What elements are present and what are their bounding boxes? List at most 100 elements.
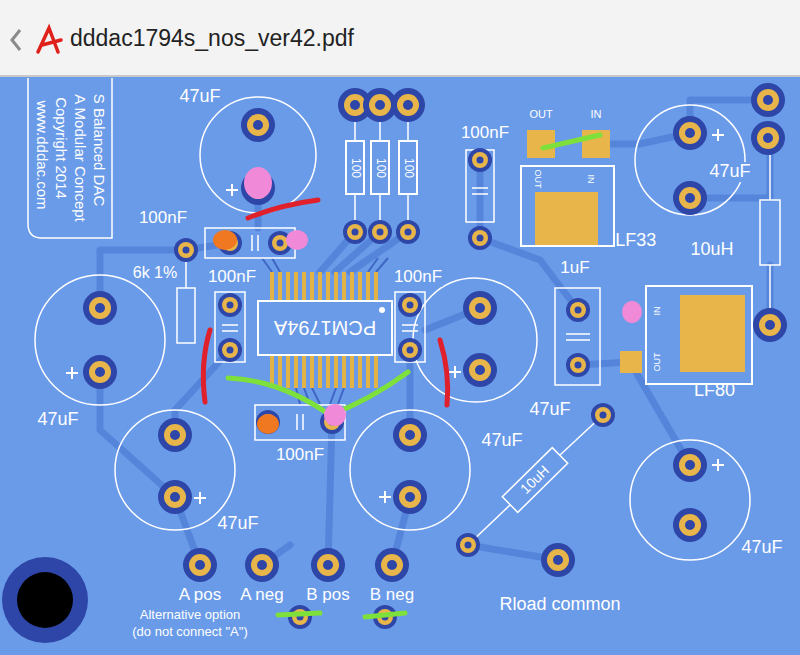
regulator-tab [620,351,642,373]
silkscreen-outline [468,415,603,545]
silkscreen-label: 47uF [480,431,523,451]
viewer-toolbar [38,28,61,52]
pad [673,508,707,542]
pad [591,403,615,427]
silkscreen-label: 47uF [178,87,221,107]
polarity-mark [712,129,724,141]
pad [398,293,422,317]
pad [468,226,492,250]
silkscreen-outline [502,448,567,513]
hand-drawn-marker [365,613,405,617]
silkscreen-outline [395,292,425,362]
silkscreen-label: www.dddac.com [34,99,51,210]
pad [673,181,707,215]
component-label: 100 [401,157,414,177]
ic-chip: PCM1794A [257,300,393,356]
silkscreen-label: A Modular Concept [72,93,89,223]
regulator-outline: OUTINLF33 [520,165,615,247]
resistor-outline: 100 [345,140,365,195]
pad [566,353,590,377]
hand-drawn-marker [228,372,408,415]
component-label: 100 [373,157,386,177]
silkscreen-label: 1uF [559,259,590,278]
silkscreen-outline [205,228,295,258]
silkscreen-label: 47uF [216,514,259,534]
pad [393,418,427,452]
silkscreen-outline [115,410,235,530]
copper-trace [100,100,770,565]
silkscreen-outline [630,440,750,560]
component-label: IN [653,307,663,316]
pad [673,448,707,482]
silkscreen-label: (do not connect "A") [131,625,248,639]
silkscreen-outline [413,278,537,402]
resistor-outline: 100 [370,140,390,195]
silkscreen-label: A pos [178,586,223,605]
hand-drawn-marker [622,301,642,323]
pad [673,116,707,150]
silkscreen-outline [297,414,303,430]
component-label: PCM1794A [274,317,376,339]
chip-pins [272,272,376,300]
pad [174,238,198,262]
pad [83,83,787,629]
pad [288,605,312,629]
pad [751,83,785,117]
silkscreen-outline [200,97,316,213]
component-label: 100 [348,157,361,177]
silkscreen-outline [402,325,418,331]
copper-trace [578,362,690,465]
component-label: OUT [533,169,543,188]
polarity-mark [379,491,391,503]
hand-drawn-marker [286,230,308,250]
polarity-mark [226,184,238,196]
pad [83,355,117,389]
component-label: IN [585,174,595,183]
silkscreen-label: 100nF [275,446,325,465]
silkscreen-outline [555,288,600,385]
silkscreen-outline [350,410,470,530]
board-ground [0,77,800,655]
silkscreen-outline [566,334,590,340]
pad [751,121,785,155]
chip-pins [272,356,376,388]
pad [218,338,242,362]
silkscreen-label: Copyright 2014 [53,96,70,200]
hand-drawn-marker [203,135,642,617]
pad [753,308,787,342]
pad [158,418,192,452]
pad [83,291,117,325]
pad [311,548,345,582]
silkscreen-label: 100nF [138,209,188,228]
silkscreen-outline [255,405,345,440]
silkscreen-outline [28,78,112,238]
silkscreen-label: Rload common [498,595,621,615]
silkscreen-label: 47uF [708,162,751,182]
chip-fanout-trace [262,258,388,404]
hand-drawn-marker [440,340,448,405]
silkscreen-outline [252,235,258,251]
pad [343,220,367,244]
silkscreen-label: 47uF [740,538,783,558]
copper-trace [328,422,332,565]
pad [241,108,275,142]
pad [183,548,217,582]
polarity-mark [66,367,78,379]
silkscreen-outline [635,105,745,215]
regulator-tab [535,192,598,246]
pad [375,548,409,582]
hand-drawn-marker [257,414,279,434]
viewer-toolbar [0,0,800,76]
component-label: LF33 [615,231,656,251]
pad [245,548,279,582]
polarity-mark [712,459,724,471]
pad [393,480,427,514]
polarity-mark [194,492,206,504]
file-title: dddac1794s_nos_ver42.pdf [70,26,354,51]
pad [391,88,425,122]
hand-drawn-marker [543,135,600,148]
silkscreen-outline [472,188,488,194]
mounting-hole [2,557,88,643]
